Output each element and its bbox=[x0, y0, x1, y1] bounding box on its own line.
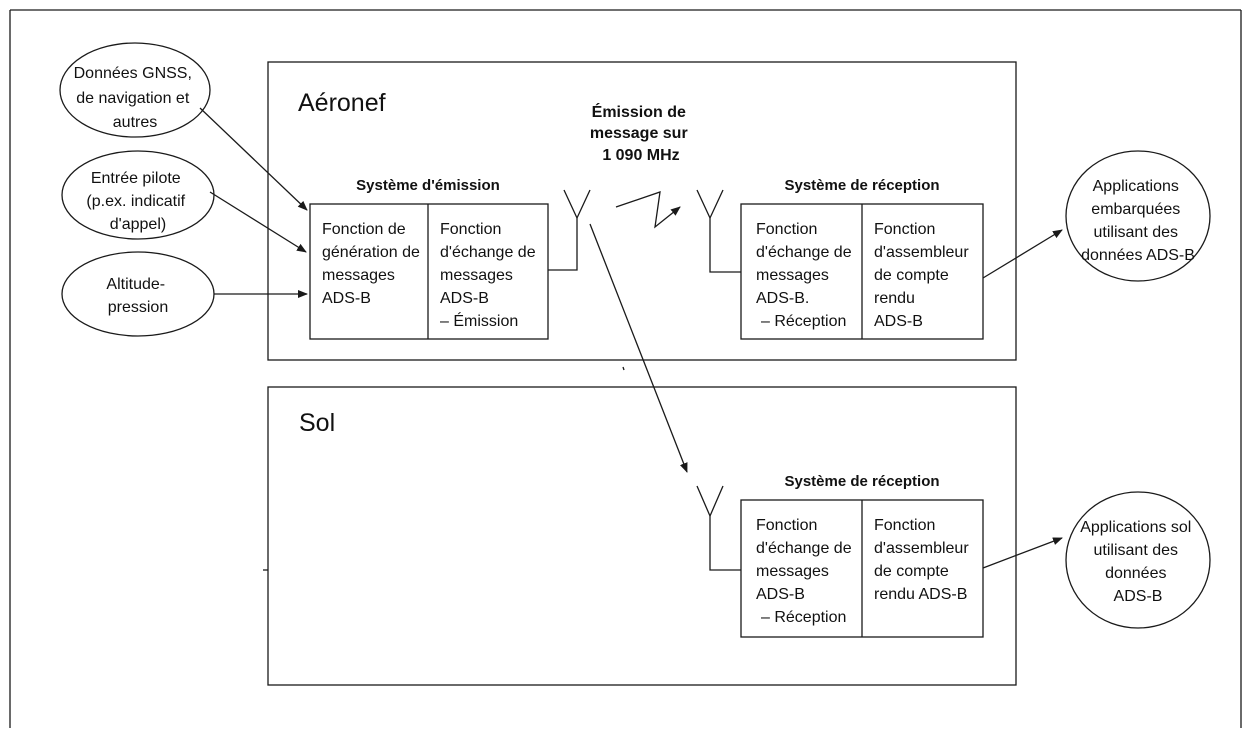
emission-antenna-feed bbox=[548, 218, 578, 271]
onboard-applications-ellipse bbox=[1065, 150, 1211, 282]
ground-applications-ellipse bbox=[1065, 491, 1211, 629]
ground-assembler-label: Fonction d'assembleur de compte rendu AD… bbox=[874, 517, 973, 603]
onboard-applications-arrow bbox=[982, 229, 1063, 279]
aircraft-assembler-label: Fonction d'assembleur de compte rendu AD… bbox=[874, 221, 973, 330]
altitude-input-label: Altitude- pression bbox=[106, 276, 169, 316]
aircraft-reception-antenna-feed bbox=[709, 218, 741, 273]
emission-exchange-function-label: Fonction d'échange de messages ADS-B – É… bbox=[440, 221, 540, 330]
emission-system-box bbox=[309, 203, 549, 340]
gnss-input-label: Données GNSS, de navigation et autres bbox=[74, 65, 197, 131]
ground-reception-exchange-label: Fonction d'échange de messages ADS-B – R… bbox=[756, 517, 856, 626]
radio-signal-icon bbox=[615, 191, 681, 229]
ground-link-arrow bbox=[589, 223, 688, 473]
ground-applications-label: Applications sol utilisant des données A… bbox=[1080, 519, 1196, 605]
ground-title: Sol bbox=[299, 409, 335, 437]
aircraft-reception-system-title: Système de réception bbox=[784, 177, 939, 194]
ground-reception-system-title: Système de réception bbox=[784, 473, 939, 490]
altitude-input-ellipse bbox=[61, 251, 215, 337]
pilot-arrow bbox=[209, 191, 307, 253]
pilot-input-label: Entrée pilote (p.ex. indicatif d'appel) bbox=[86, 170, 189, 233]
emission-antenna-icon bbox=[563, 189, 591, 220]
aircraft-title: Aéronef bbox=[298, 89, 386, 117]
gnss-arrow bbox=[199, 107, 308, 211]
stray-mark-1 bbox=[622, 366, 625, 371]
emission-system-title: Système d'émission bbox=[356, 177, 500, 194]
ground-applications-arrow bbox=[982, 537, 1063, 569]
onboard-applications-label: Applications embarquées utilisant des do… bbox=[1081, 178, 1195, 264]
generation-function-label: Fonction de génération de messages ADS-B bbox=[322, 221, 424, 307]
aircraft-reception-exchange-label: Fonction d'échange de messages ADS-B. – … bbox=[756, 221, 856, 330]
gnss-input-ellipse bbox=[59, 42, 211, 138]
ground-reception-antenna-feed bbox=[709, 516, 741, 571]
radio-link-label: Émission de message sur 1 090 MHz bbox=[590, 102, 692, 164]
